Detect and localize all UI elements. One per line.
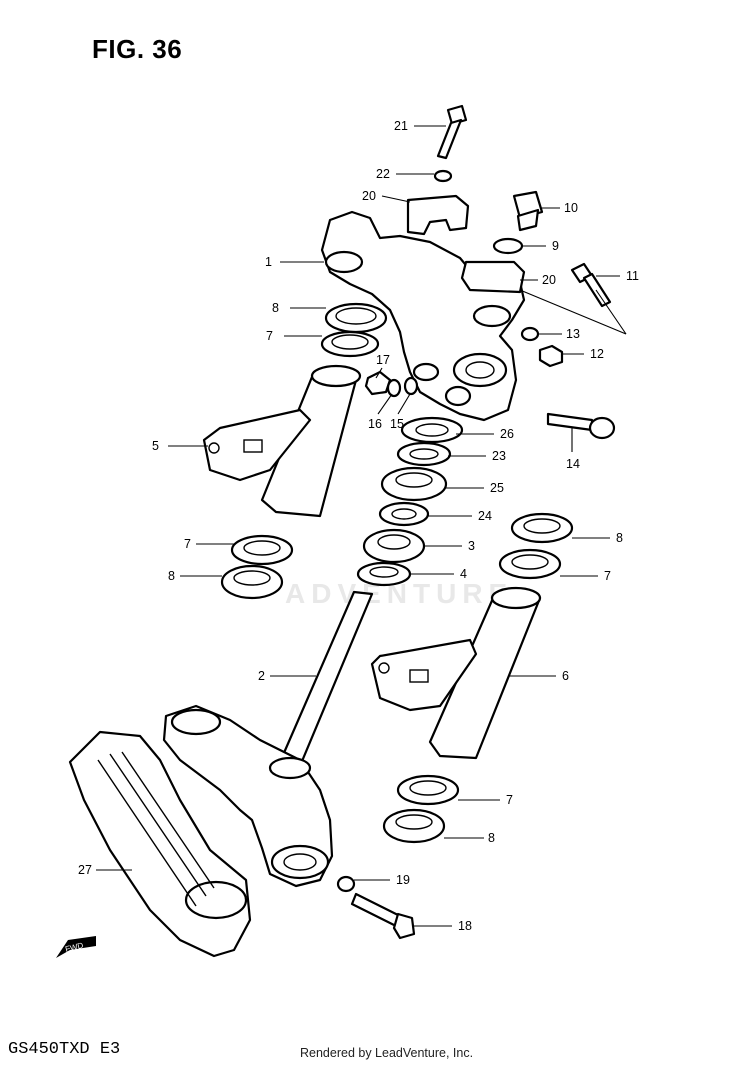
part-20-clamp-lower [460, 260, 526, 294]
callout-7-lower-right: 7 [506, 793, 513, 807]
callout-20-lower: 20 [542, 273, 556, 287]
callout-25: 25 [490, 481, 504, 495]
part-1-upper-bracket [320, 210, 526, 422]
callout-1: 1 [265, 255, 272, 269]
callout-7-mid-right: 7 [604, 569, 611, 583]
part-7-seal-mid-left [230, 534, 294, 566]
callout-2: 2 [258, 669, 265, 683]
part-2-steering-stem [162, 590, 374, 888]
part-7-seal-upper-left [320, 330, 380, 358]
callout-19: 19 [396, 873, 410, 887]
callout-4: 4 [460, 567, 467, 581]
callout-8-upper-left: 8 [272, 301, 279, 315]
callout-8-mid-right: 8 [616, 531, 623, 545]
callout-8-lower-right: 8 [488, 831, 495, 845]
part-23-washer [396, 441, 452, 467]
callout-10: 10 [564, 201, 578, 215]
callout-16: 16 [368, 417, 382, 431]
callout-3: 3 [468, 539, 475, 553]
fwd-label: FWD [64, 941, 84, 954]
footer-credit: Rendered by LeadVenture, Inc. [300, 1046, 474, 1060]
part-24-seal [378, 501, 430, 527]
part-7-seal-lower-right [396, 774, 460, 806]
part-7-seal-mid-right [498, 548, 562, 580]
callout-12: 12 [590, 347, 604, 361]
callout-8-mid-left: 8 [168, 569, 175, 583]
callout-27: 27 [78, 863, 92, 877]
part-3-bearing [362, 528, 426, 564]
callout-7-upper-left: 7 [266, 329, 273, 343]
callout-15: 15 [390, 417, 404, 431]
part-20-clamp-upper [406, 194, 470, 236]
part-14-bolt [546, 412, 616, 440]
part-12-nut [538, 344, 564, 368]
part-5-fork-cover-left [202, 364, 362, 518]
part-26-nut [400, 416, 464, 444]
callout-11: 11 [626, 269, 639, 283]
part-21-bolt [436, 104, 468, 160]
callout-24: 24 [478, 509, 492, 523]
callout-7-mid-left: 7 [184, 537, 191, 551]
part-9-washer [492, 237, 524, 255]
part-25-nut [380, 466, 448, 502]
callout-6: 6 [562, 669, 569, 683]
part-8-seal-lower-right [382, 808, 446, 844]
callout-22: 22 [376, 167, 390, 181]
part-13-washer [520, 326, 540, 342]
part-22-washer [433, 169, 453, 183]
callout-14: 14 [566, 457, 580, 471]
part-18-bolt [350, 892, 416, 940]
callout-9: 9 [552, 239, 559, 253]
fwd-arrow-icon: FWD [56, 936, 96, 958]
callout-26: 26 [500, 427, 514, 441]
part-8-seal-mid-left [220, 564, 284, 600]
leader-lines [96, 125, 627, 927]
callout-13: 13 [566, 327, 580, 341]
part-10-bolt [512, 190, 544, 232]
figure-title: FIG. 36 [92, 34, 183, 64]
model-code: GS450TXD E3 [8, 1040, 121, 1059]
part-11-bolt [570, 262, 612, 308]
callout-18: 18 [458, 919, 472, 933]
part-8-seal-mid-right [510, 512, 574, 544]
callout-5: 5 [152, 439, 159, 453]
callout-labels: 21 22 20 10 9 1 20 11 8 7 13 12 17 16 15… [78, 119, 639, 933]
part-8-seal-upper-left [324, 302, 388, 334]
part-19-washer [336, 875, 356, 893]
part-6-fork-cover-right [370, 586, 542, 760]
callout-23: 23 [492, 449, 506, 463]
callout-17: 17 [376, 353, 390, 367]
part-16-washer [386, 378, 402, 398]
part-4-bearing-race [356, 561, 412, 587]
callout-20-upper: 20 [362, 189, 376, 203]
part-15-washer [403, 376, 419, 396]
callout-21: 21 [394, 119, 408, 133]
